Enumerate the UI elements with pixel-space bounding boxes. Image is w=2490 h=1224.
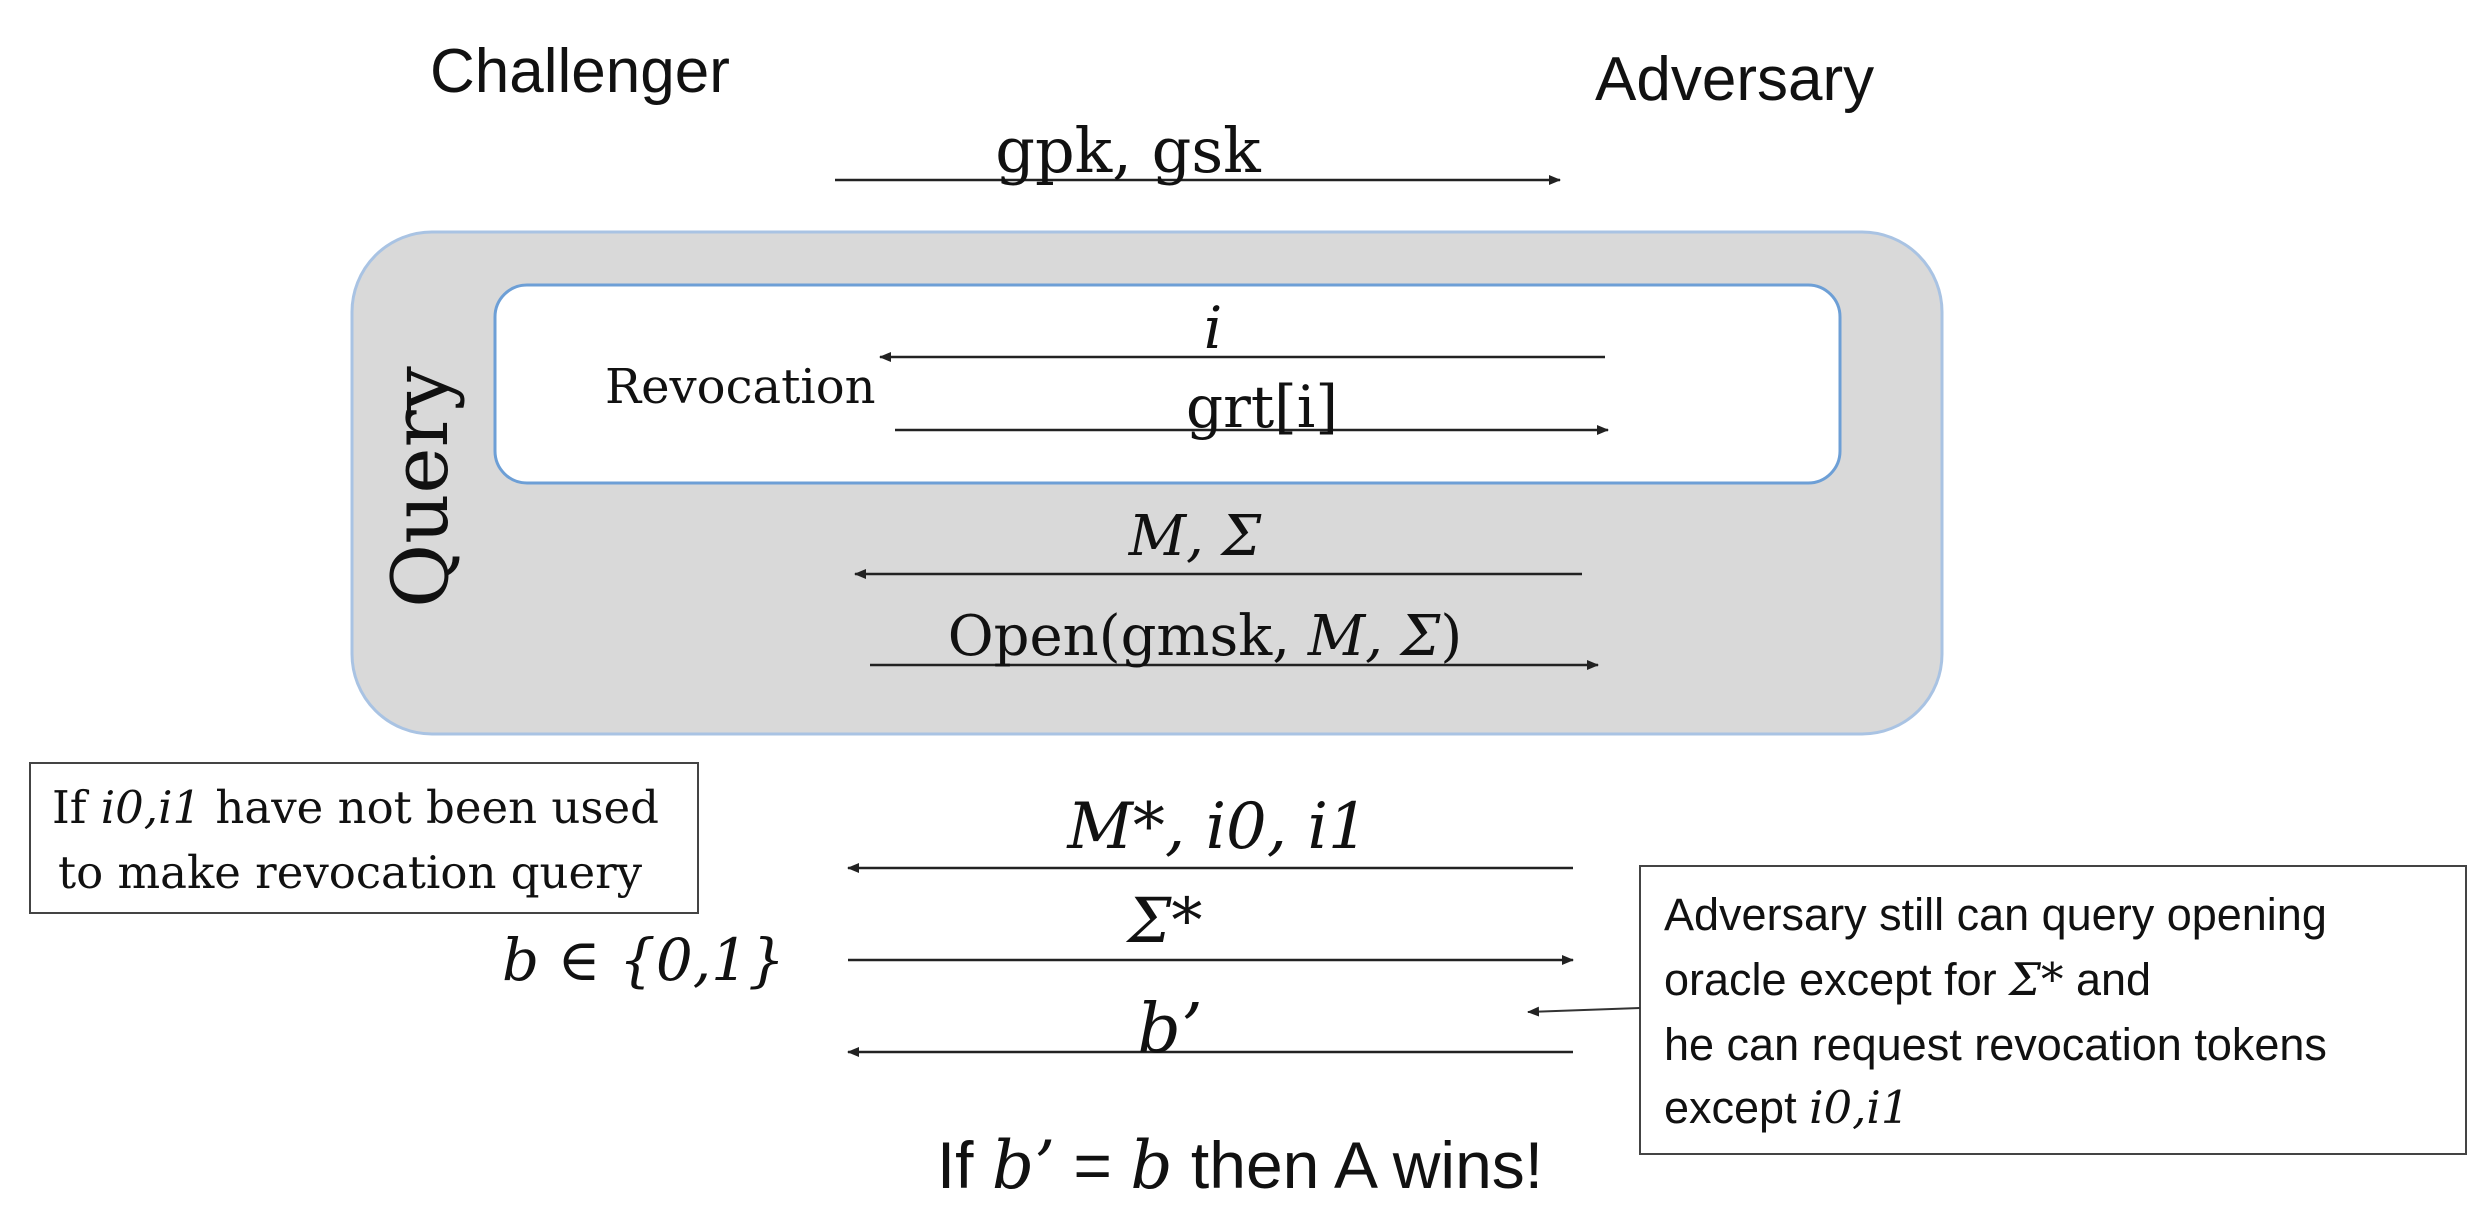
challenger-label: Challenger [430, 37, 730, 106]
open-response-label: Open(gmsk, M, Σ) [948, 604, 1462, 669]
right-note-line2: oracle except for Σ* and [1664, 953, 2151, 1006]
left-note-line2: to make revocation query [58, 846, 643, 899]
guess-label: b’ [1137, 990, 1202, 1069]
right-note-box [1639, 865, 2467, 1155]
adversary-label: Adversary [1595, 45, 1874, 114]
challenge-message-label: M*, i0, i1 [1066, 790, 1368, 864]
setup-keys-label: gpk, gsk [995, 114, 1261, 187]
win-condition: If b’ = b then A wins! [937, 1127, 1543, 1204]
left-note-box [29, 762, 699, 914]
right-note-pointer [1527, 1006, 1641, 1017]
query-label: Query [376, 366, 466, 608]
right-note-line4: except i0,i1 [1664, 1081, 1909, 1134]
open-request-label: M, Σ [1128, 504, 1262, 569]
left-note-line1: If i0,i1 have not been used [52, 781, 659, 834]
right-note-line1: Adversary still can query opening [1664, 889, 2327, 940]
revocation-response-label: grt[i] [1186, 373, 1338, 441]
signature-label: Σ* [1126, 884, 1203, 957]
bit-choice-label: b ∈ {0,1} [502, 926, 785, 994]
right-note-line3: he can request revocation tokens [1664, 1019, 2327, 1070]
revocation-label: Revocation [605, 359, 876, 415]
revocation-request-label: i [1204, 294, 1223, 362]
revocation-box [493, 283, 1842, 485]
